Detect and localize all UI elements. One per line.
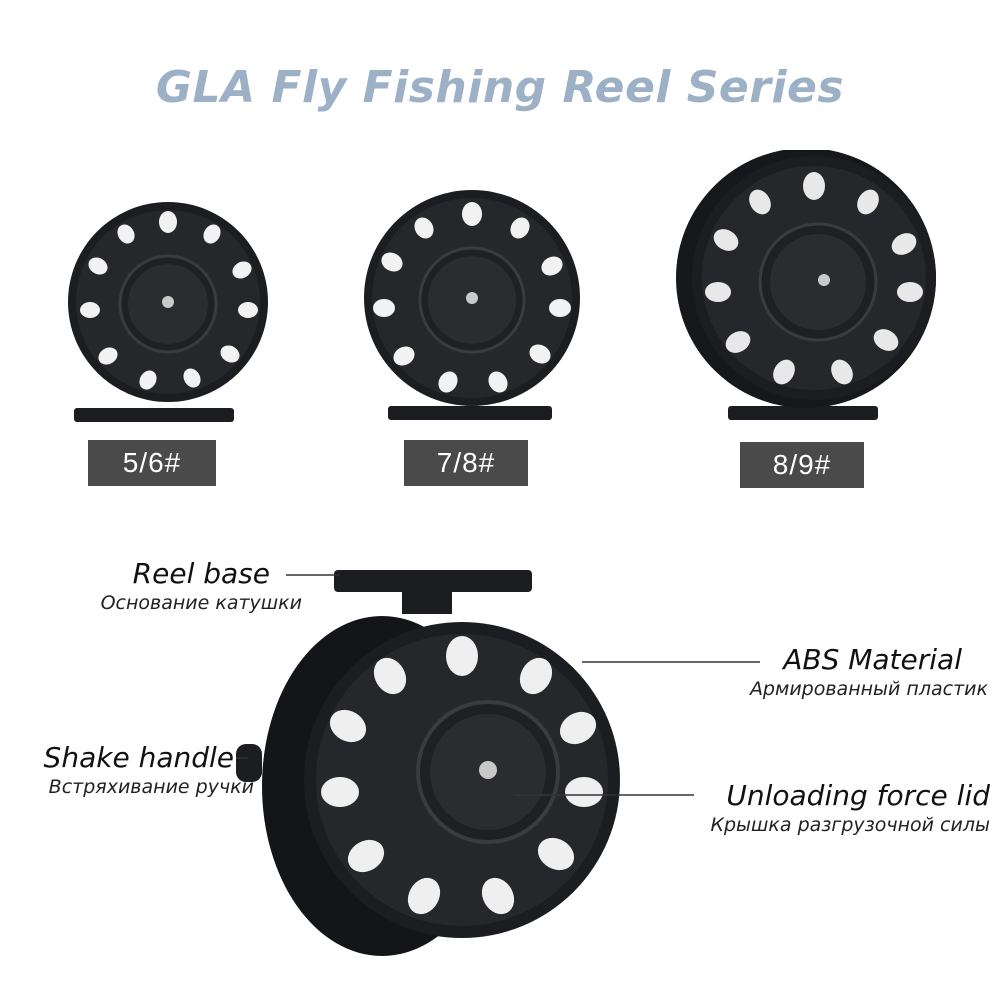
callout-subtitle: Встряхивание ручки <box>48 776 254 798</box>
callout-reel-base: Reel base Основание катушки <box>20 558 302 616</box>
callout-title: Reel base <box>132 557 270 590</box>
fly-reel-icon <box>676 150 936 420</box>
callout-title: ABS Material <box>783 643 962 676</box>
fly-reel-icon <box>68 202 268 422</box>
callout-title: Shake handle <box>43 741 234 774</box>
callout-shake-handle: Shake handle Встряхивание ручки <box>0 742 256 800</box>
callout-subtitle: Основание катушки <box>100 592 302 614</box>
page-title: GLA Fly Fishing Reel Series <box>155 62 845 113</box>
callout-title: Unloading force lid <box>726 779 990 812</box>
size-label: 7/8# <box>404 440 528 486</box>
fly-reel-icon <box>364 190 580 420</box>
size-label: 8/9# <box>740 442 864 488</box>
callout-abs-material: ABS Material Армированный пластик <box>640 644 992 702</box>
callout-unloading-lid: Unloading force lid Крышка разгрузочной … <box>640 780 990 838</box>
size-label: 5/6# <box>88 440 216 486</box>
callout-subtitle: Армированный пластик <box>749 678 988 700</box>
callout-subtitle: Крышка разгрузочной силы <box>710 814 990 836</box>
fly-reel-icon <box>236 570 620 956</box>
